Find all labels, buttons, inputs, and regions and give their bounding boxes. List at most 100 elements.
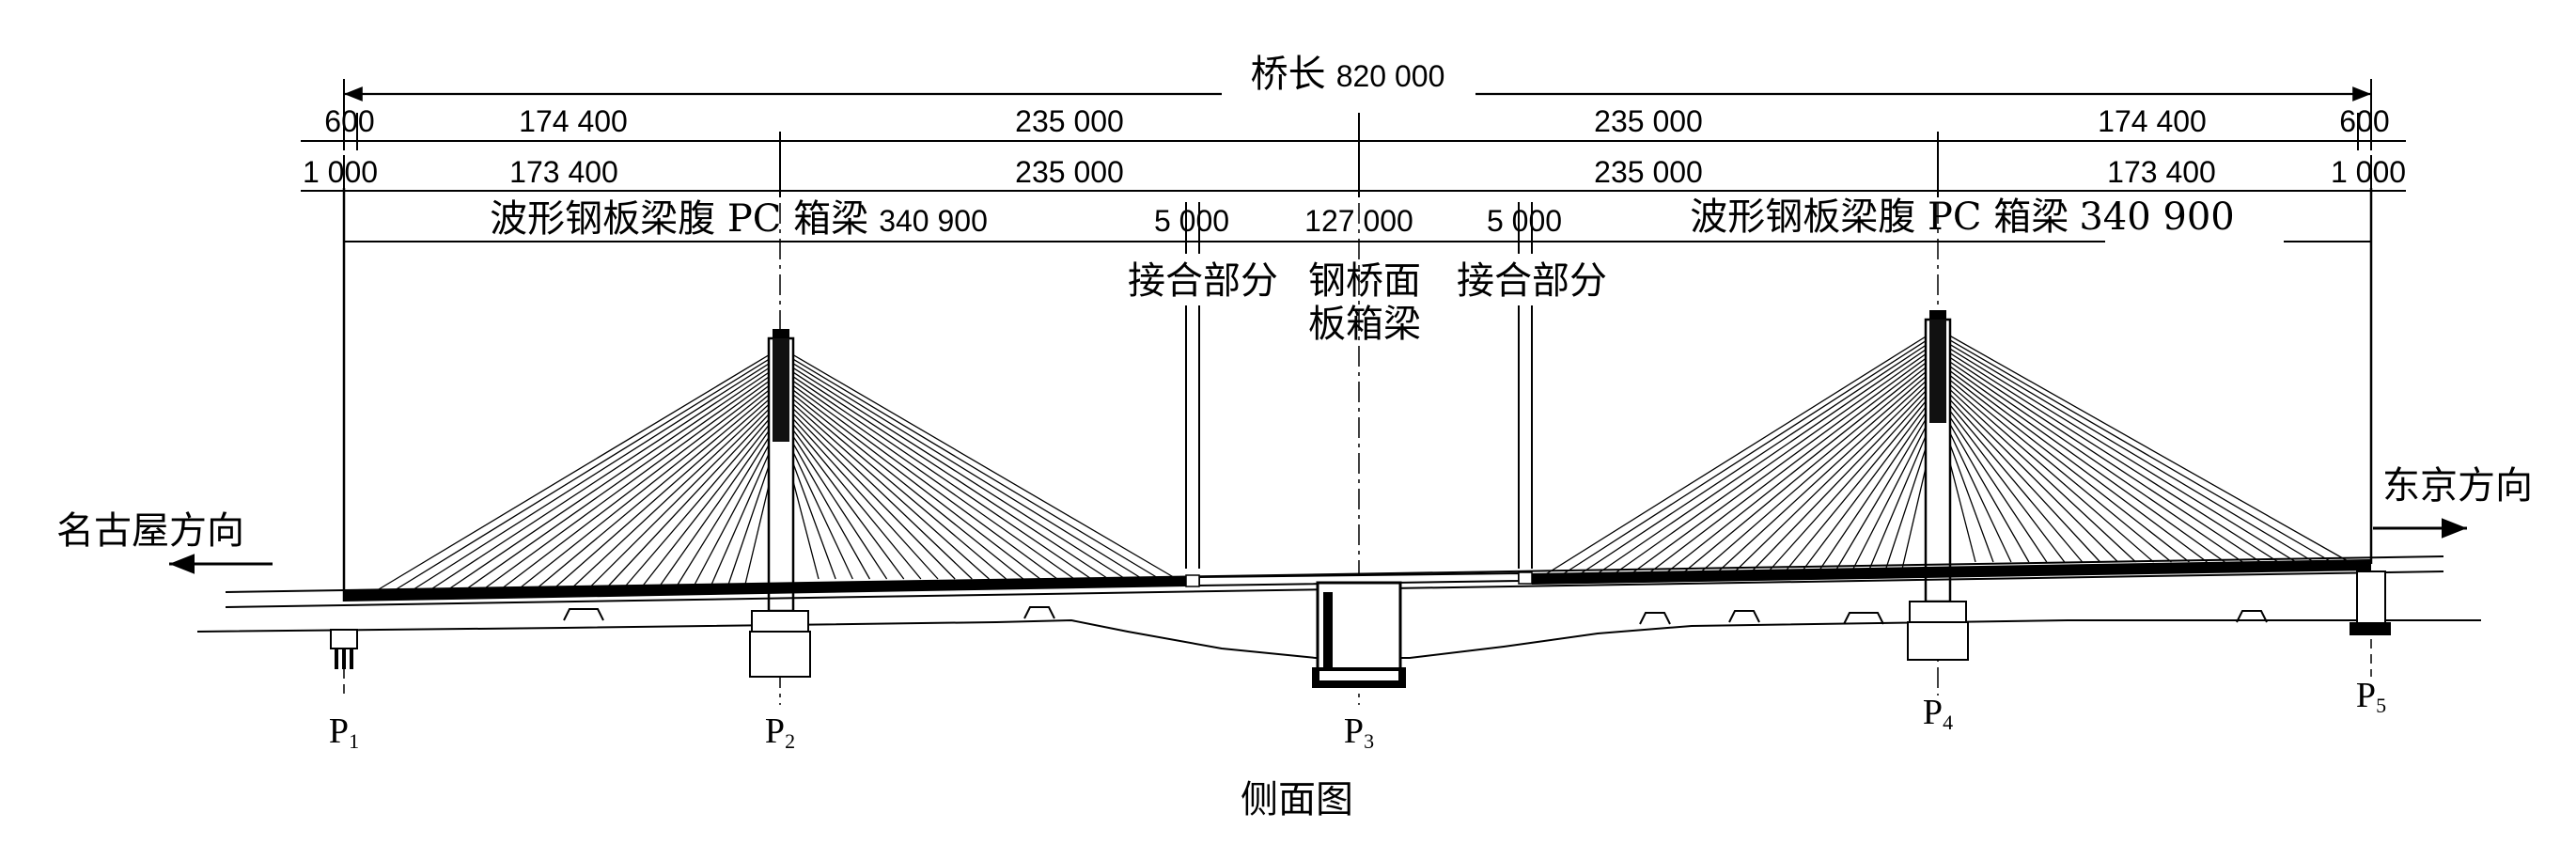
stay-cable-back	[1745, 378, 1939, 578]
stay-cable-main	[1937, 361, 2208, 563]
stay-cable-back	[1626, 349, 1939, 578]
stay-cable-main	[780, 383, 1024, 580]
stay-cable-main	[780, 347, 1178, 580]
stay-cable-back	[1797, 390, 1939, 578]
foundation-p5	[2350, 570, 2391, 635]
stay-cable-main	[780, 376, 1058, 580]
stay-cable-main	[780, 404, 939, 580]
stay-cable-main	[1937, 352, 2243, 563]
tower-p2	[767, 329, 795, 613]
direction-right-label: 东京方向	[2382, 464, 2533, 508]
stay-cable-back	[373, 347, 782, 593]
bridge-length-dimension: 桥长 820 000	[343, 53, 2372, 115]
dim1-main-span-left: 235 000	[1015, 104, 1124, 138]
stay-cable-main	[1937, 373, 2154, 563]
stay-cable-main	[780, 392, 990, 580]
stay-cable-back	[1780, 385, 1939, 578]
stay-cable-main	[780, 359, 1126, 580]
stay-cable-back	[1575, 336, 1939, 578]
stay-cable-back	[1694, 365, 1939, 578]
stay-cable-main	[780, 388, 1007, 580]
dim2-side-span-right: 173 400	[2107, 155, 2216, 189]
dim1-side-span-left: 174 400	[519, 104, 628, 138]
stay-cable-back	[444, 363, 782, 593]
stay-cable-back	[1831, 399, 1939, 578]
stay-cable-back	[585, 397, 782, 593]
direction-tokyo: 东京方向	[2373, 464, 2533, 539]
dim1-end-left: 600	[324, 104, 374, 138]
foundation-p4	[1907, 601, 1969, 661]
direction-nagoya: 名古屋方向	[56, 509, 273, 574]
stay-cable-main	[1937, 385, 2101, 563]
left-girder-label-text: 波形钢板梁腹 PC 箱梁 340 900	[490, 197, 988, 241]
foundation-p3	[1312, 581, 1406, 688]
stay-cable-back	[601, 400, 782, 593]
dim2-main-span-right: 235 000	[1594, 155, 1703, 189]
stay-cable-main	[1937, 394, 2066, 563]
stay-cable-back	[637, 409, 782, 593]
stay-cable-back	[1762, 382, 1939, 578]
stay-cable-back	[1540, 328, 1939, 578]
stay-cable-main	[780, 409, 922, 580]
foundation-p2	[749, 610, 811, 678]
stay-cable-back	[1711, 369, 1939, 578]
dimension-row-2: 1 000 173 400 235 000 235 000 173 400 1 …	[301, 150, 2406, 197]
right-girder-label-text: 波形钢板梁腹 PC 箱梁 340 900	[1690, 195, 2234, 239]
stay-cable-main	[1937, 382, 2119, 563]
stay-cable-main	[780, 380, 1041, 580]
stay-cable-main	[780, 363, 1109, 580]
stay-cable-main	[780, 397, 973, 580]
right-girder-length: 340 900	[2079, 195, 2234, 239]
stay-cables-right	[1540, 328, 2350, 578]
stay-cable-main	[780, 417, 888, 580]
stay-cable-main	[1937, 344, 2279, 563]
stay-cable-main	[1937, 378, 2137, 563]
joint-left-label: 接合部分	[1128, 259, 1278, 303]
pier-labels: P1 P2 P3 P4 P5	[329, 676, 2386, 753]
stay-cable-back	[496, 376, 782, 593]
pier-label-p1: P1	[329, 711, 359, 753]
stay-cable-main	[1937, 336, 2315, 563]
stay-cable-main	[1937, 357, 2225, 563]
dim2-main-span-left: 235 000	[1015, 155, 1124, 189]
stay-cable-back	[1728, 373, 1939, 578]
stay-cable-main	[1937, 328, 2350, 563]
dimension-row-1: 600 174 400 235 000 235 000 174 400 600	[301, 104, 2406, 150]
ground-profile	[196, 606, 2481, 659]
bridge-length-value: 820 000	[1336, 59, 1445, 93]
pier-label-p5: P5	[2356, 676, 2386, 717]
tower-p4	[1924, 310, 1952, 603]
girder-segment-row: 波形钢板梁腹 PC 箱梁 340 900 5 000 127 000 5 000…	[344, 195, 2371, 254]
stay-cable-main	[1937, 332, 2333, 563]
stay-cable-main	[1937, 402, 2030, 563]
stay-cable-back	[532, 383, 782, 593]
dim1-end-right: 600	[2339, 104, 2389, 138]
stay-cable-main	[1937, 349, 2261, 563]
left-girder-length: 340 900	[879, 204, 988, 238]
pier-label-p2: P2	[765, 711, 795, 753]
center-girder-label-line2: 板箱梁	[1308, 303, 1421, 346]
joint-left-length: 5 000	[1154, 204, 1229, 238]
left-girder-type: 波形钢板梁腹 PC 箱梁	[490, 197, 868, 241]
stay-cable-main	[780, 421, 870, 580]
stay-cable-back	[567, 392, 782, 593]
joint-right-label: 接合部分	[1457, 259, 1607, 303]
stay-cable-back	[690, 421, 782, 593]
pier-label-p3: P3	[1344, 711, 1374, 753]
center-girder-label-line1: 钢桥面	[1308, 259, 1421, 303]
stay-cable-main	[1937, 340, 2297, 563]
stay-cable-back	[1643, 352, 1939, 578]
bridge-length-label: 桥长	[1251, 53, 1326, 96]
stay-cable-main	[1937, 369, 2172, 563]
stay-cable-back	[478, 371, 782, 593]
stay-cable-main	[780, 355, 1144, 580]
stay-cable-main	[1937, 399, 2048, 563]
stay-cable-back	[1678, 361, 1939, 578]
stay-cable-back	[514, 380, 782, 593]
stay-cable-back	[1592, 340, 1939, 578]
stay-cable-main	[780, 351, 1161, 580]
stay-cable-back	[1660, 357, 1939, 578]
right-girder-type: 波形钢板梁腹 PC 箱梁	[1690, 195, 2069, 239]
stay-cable-back	[461, 367, 782, 593]
